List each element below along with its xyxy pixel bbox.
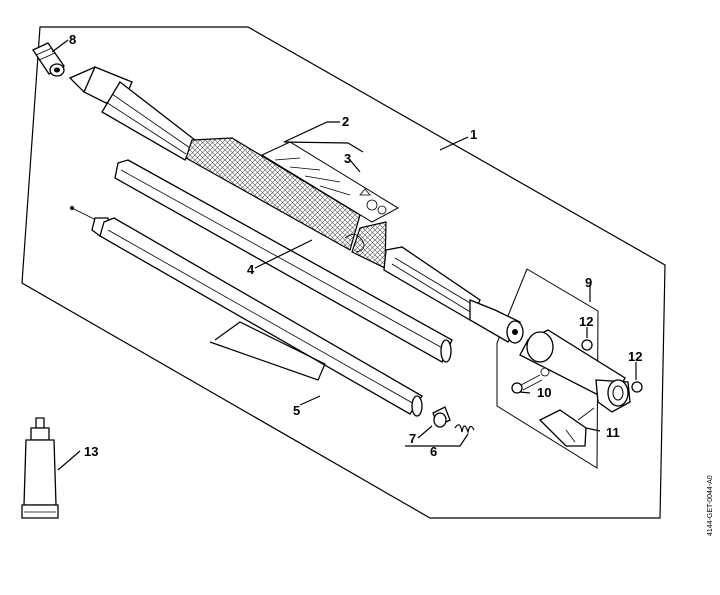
callout-3: 3 xyxy=(344,151,351,166)
grease-tube xyxy=(21,417,59,519)
spring-clip xyxy=(454,424,475,435)
callout-7: 7 xyxy=(409,431,416,446)
callout-9: 9 xyxy=(585,275,592,290)
drive-tube xyxy=(68,66,524,344)
clamp-body xyxy=(519,329,631,413)
nut-upper xyxy=(581,339,593,351)
callout-5: 5 xyxy=(293,403,300,418)
callout-10: 10 xyxy=(537,385,551,400)
callout-13: 13 xyxy=(84,444,98,459)
callout-8: 8 xyxy=(69,32,76,47)
callout-2: 2 xyxy=(342,114,349,129)
callout-labels: 8 1 2 3 4 5 7 6 9 12 12 10 11 13 xyxy=(69,32,642,459)
wing-screw xyxy=(538,407,595,447)
nut-right xyxy=(631,381,643,393)
screw xyxy=(511,374,543,394)
callout-12-right: 12 xyxy=(628,349,642,364)
warning-label xyxy=(260,141,400,223)
callout-6: 6 xyxy=(430,444,437,459)
callout-1: 1 xyxy=(470,127,477,142)
leader-lines xyxy=(51,39,637,471)
assembly-frame xyxy=(21,26,666,519)
protective-tube xyxy=(114,159,453,363)
sleeve xyxy=(432,406,451,428)
callout-11: 11 xyxy=(606,425,620,440)
end-plug xyxy=(32,42,65,77)
callout-4: 4 xyxy=(247,262,255,277)
figure-id: 4144-GET-0044-A0 xyxy=(707,475,714,536)
drive-shaft xyxy=(70,206,423,417)
callout-12-upper: 12 xyxy=(579,314,593,329)
